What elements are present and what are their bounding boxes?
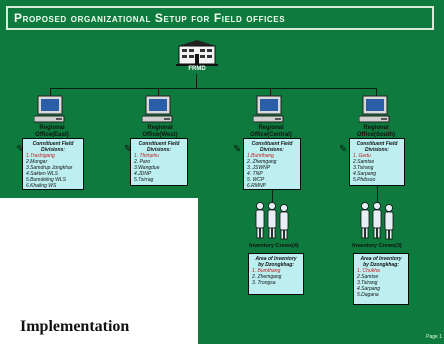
list-item: 1. Bumthang — [252, 268, 281, 274]
list-item: 1. Chukha — [357, 268, 380, 274]
list-item: 6.Khaling WS — [26, 183, 57, 189]
list-item: 5.Tsirrag — [134, 177, 154, 183]
pin-icon: ✎ — [16, 144, 25, 155]
list-item: 4. TNP — [247, 171, 263, 177]
panel-title: Constituent Field Divisions: — [356, 141, 398, 153]
panel-title: Constituent Field Divisions: — [251, 141, 293, 153]
list-item: 2.Samtse — [353, 159, 375, 165]
office-south-label: Regional Office(South) — [357, 125, 395, 138]
list-item: 6.RMNP — [247, 183, 266, 189]
crew-connector-south — [377, 186, 378, 202]
list-item: 4.JDNP — [134, 171, 152, 177]
panel-title: Constituent Field Divisions: — [32, 141, 74, 153]
connector-west — [158, 88, 159, 96]
list-item: 3. Trongsa — [252, 280, 276, 286]
list-item: 1.Trashigang — [26, 153, 55, 159]
office-central-panel: Constituent Field Divisions: 1.Bumthang … — [243, 138, 301, 190]
office-west-label: Regional Office(West) — [142, 125, 178, 138]
crew-south-label: Inventory Crews(3) — [352, 243, 402, 249]
panel-title: Area of Inventory by Dzongkhag: — [255, 256, 297, 268]
office-south-panel: Constituent Field Divisions: 1. Gedu 2.S… — [349, 138, 405, 186]
connector-east — [50, 88, 51, 96]
list-item: 3.Tsirang — [353, 165, 374, 171]
list-item: 5.Bumdeling WLS — [26, 177, 67, 183]
root-label: FRMD — [188, 66, 206, 72]
connector-central — [270, 88, 271, 96]
list-item: 1. Gedu — [353, 153, 371, 159]
list-item: 5.Dagana — [357, 292, 379, 298]
office-east-label: Regional Office(East) — [35, 125, 69, 138]
list-item: 4.Sakten WLS — [26, 171, 58, 177]
list-item: 3. JSWNP — [247, 165, 271, 171]
pin-icon: ✎ — [339, 144, 348, 155]
people-icon — [360, 202, 394, 240]
list-item: 3.Wangdue — [134, 165, 160, 171]
root-connector — [196, 74, 197, 88]
list-item: 2. Zhemgang — [252, 274, 282, 280]
pin-icon: ✎ — [233, 144, 242, 155]
crew-connector-central — [272, 190, 273, 202]
list-item: 1.Bumthang — [247, 153, 274, 159]
computer-icon — [142, 95, 173, 123]
page-number: Page 1 — [426, 334, 442, 340]
list-item: 1. Thimphu — [134, 153, 160, 159]
title-bar: Proposed organizational Setup for Field … — [6, 6, 434, 30]
connector-south — [376, 88, 377, 96]
computer-icon — [253, 95, 284, 123]
crew-south-panel: Area of Inventory by Dzongkhag: 1. Chukh… — [353, 253, 409, 305]
list-item: 5.Phibsoo — [353, 177, 376, 183]
list-item: 5. WCP — [247, 177, 265, 183]
panel-title: Constituent Field Divisions: — [138, 141, 180, 153]
computer-icon — [359, 95, 390, 123]
list-item: 4.Sarpang — [357, 286, 381, 292]
overlay-panel — [0, 198, 198, 344]
computer-icon — [34, 95, 65, 123]
list-item: 3.Samdrup Jongkhar — [26, 165, 73, 171]
office-east-panel: Constituent Field Divisions: 1.Trashigan… — [22, 138, 84, 190]
office-west-panel: Constituent Field Divisions: 1. Thimphu … — [130, 138, 188, 186]
list-item: 2.Mongar — [26, 159, 48, 165]
list-item: 3.Tsirang — [357, 280, 378, 286]
crew-central-label: Inventory Crews(4) — [249, 243, 299, 249]
list-item: 2. Zhemgang — [247, 159, 277, 165]
building-icon — [176, 40, 218, 66]
pin-icon: ✎ — [124, 144, 133, 155]
list-item: 2.Samtse — [357, 274, 379, 280]
overlay-title: Implementation — [20, 318, 130, 335]
office-central-label: Regional Office(Central) — [250, 125, 292, 138]
list-item: 2. Paro — [134, 159, 151, 165]
horizontal-connector — [50, 88, 376, 89]
slide-title: Proposed organizational Setup for Field … — [14, 11, 286, 25]
people-icon — [255, 202, 289, 240]
crew-central-panel: Area of Inventory by Dzongkhag: 1. Bumth… — [248, 253, 304, 295]
panel-title: Area of Inventory by Dzongkhag: — [360, 256, 402, 268]
list-item: 4.Sarpang — [353, 171, 377, 177]
